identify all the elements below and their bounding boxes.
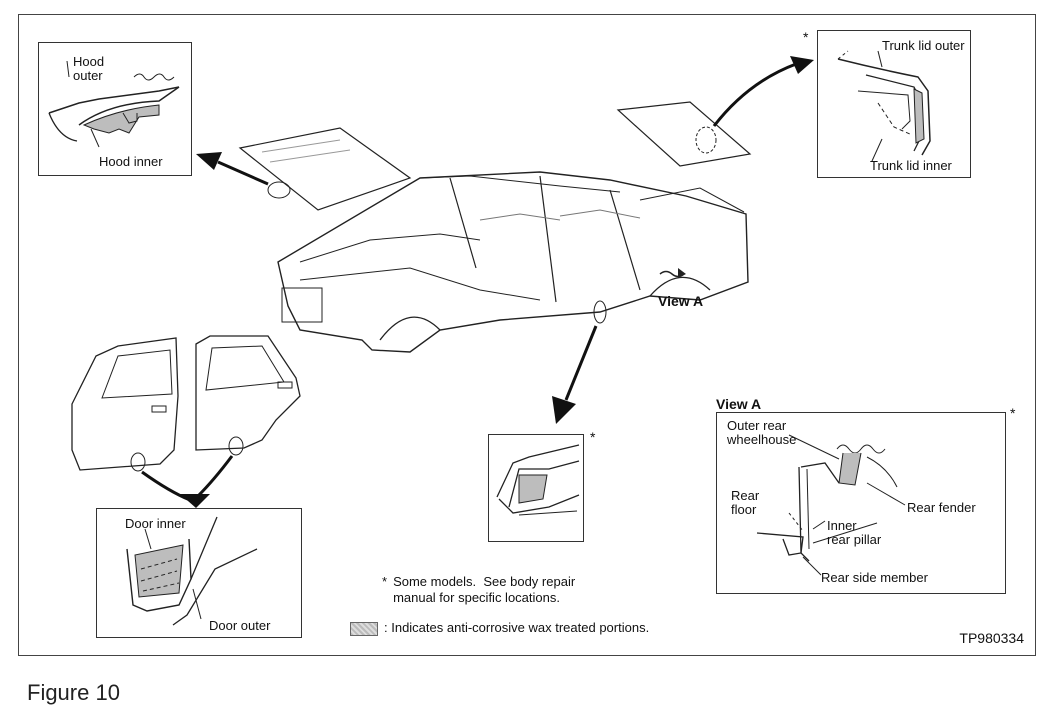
rear-floor-label: Rear floor xyxy=(731,488,760,517)
view-a-title: View A xyxy=(716,396,762,412)
rear-side-member-label: Rear side member xyxy=(821,570,928,585)
hood-inner-label: Hood inner xyxy=(99,154,163,169)
door-section-drawing xyxy=(126,516,258,626)
diagram-frame xyxy=(18,14,1036,656)
outer-rear-wheelhouse-label: Outer rear wheelhouse xyxy=(727,418,797,447)
some-models-text: Some models. See body repair manual for … xyxy=(393,574,576,605)
view-a-star-mark: * xyxy=(1010,405,1016,421)
rear-fender-label: Rear fender xyxy=(907,500,976,515)
sill-section-drawing xyxy=(496,444,580,516)
view-a-section-drawing xyxy=(756,434,906,576)
legend-text: : Indicates anti-corrosive wax treated p… xyxy=(384,620,650,635)
wax-legend-swatch xyxy=(350,621,378,636)
door-outer-label: Door outer xyxy=(209,618,271,633)
door-inner-label: Door inner xyxy=(125,516,186,531)
some-models-note: * Some models. See body repair manual for… xyxy=(382,574,575,606)
hood-detail-box: Hood outer Hood inner xyxy=(38,42,192,176)
figure-caption: Figure 10 xyxy=(27,680,120,705)
hood-section-drawing xyxy=(48,60,180,148)
view-a-detail-box: Outer rear wheelhouse Rear fender Rear f… xyxy=(716,412,1006,594)
sill-star-mark: * xyxy=(590,429,596,445)
trunk-lid-inner-label: Trunk lid inner xyxy=(870,158,952,173)
sill-detail-box xyxy=(488,434,584,542)
trunk-detail-box: Trunk lid outer Trunk lid inner xyxy=(817,30,971,178)
door-detail-box: Door inner Door outer xyxy=(96,508,302,638)
view-a-marker-label: View A xyxy=(658,293,704,309)
hood-outer-label: Hood outer xyxy=(73,54,105,83)
figure-reference-code: TP980334 xyxy=(959,630,1024,646)
inner-rear-pillar-label: Inner rear pillar xyxy=(827,518,882,547)
trunk-lid-outer-label: Trunk lid outer xyxy=(882,38,965,53)
legend-note: : Indicates anti-corrosive wax treated p… xyxy=(350,620,649,636)
trunk-section-drawing xyxy=(837,50,931,162)
trunk-star-mark: * xyxy=(803,29,809,45)
note-star: * xyxy=(382,574,388,589)
